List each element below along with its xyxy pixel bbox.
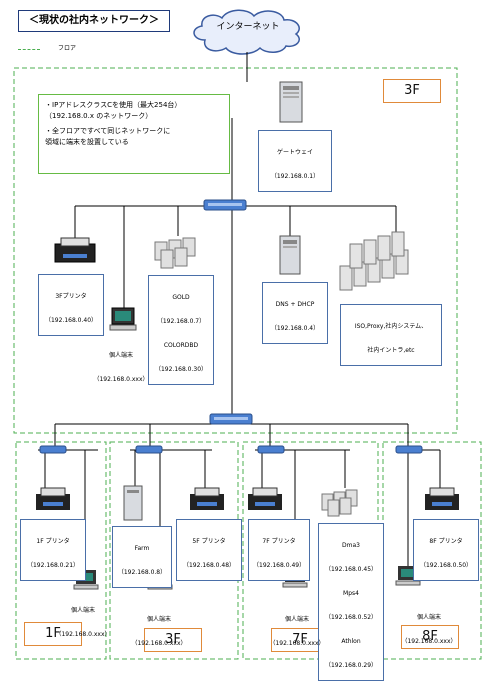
printer-icon-5f — [190, 487, 224, 510]
floor-label-3f-main: 3F — [383, 79, 441, 103]
switch-icon-8f — [395, 445, 423, 454]
gold-line-2: （192.168.0.7） — [156, 318, 206, 325]
floor-boundary-1f — [15, 441, 107, 660]
printer-8f-ip: （192.168.0.50） — [419, 562, 473, 569]
terminal-3f-ip: （192.168.0.xxx） — [93, 376, 149, 383]
dns-dhcp-label: DNS + DHCP （192.168.0.4） — [262, 282, 328, 344]
printer-3f-label: 3Fプリンタ （192.168.0.40） — [38, 274, 104, 336]
switch-icon-3f — [135, 445, 163, 454]
farm-ip: （192.168.0.8） — [117, 569, 167, 576]
terminal-1f-ip: （192.168.0.xxx） — [55, 631, 111, 638]
dma-line-1: Dma3 — [342, 542, 360, 549]
dns-dhcp-ip: （192.168.0.4） — [270, 325, 320, 332]
server-cluster-icon-gold — [154, 237, 196, 269]
dma-line-6: （192.168.0.29） — [324, 662, 378, 669]
printer-7f-label: 7F プリンタ （192.168.0.49） — [248, 519, 310, 581]
gold-line-1: GOLD — [172, 294, 190, 301]
switch-icon-main — [203, 199, 247, 211]
dma-line-3: Mps4 — [343, 590, 359, 597]
network-note: ・IPアドレスクラスCを使用（最大254台） （192.168.0.x のネット… — [38, 94, 230, 174]
diagram-title: ＜現状の社内ネットワーク＞ — [18, 10, 170, 32]
dma-line-2: （192.168.0.45） — [324, 566, 378, 573]
terminal-1f-label: 個人端末 （192.168.0.xxx） — [50, 591, 116, 647]
switch-icon-7f — [257, 445, 285, 454]
dns-dhcp-name: DNS + DHCP — [275, 301, 315, 308]
note-line-3: ・全フロアですべて同じネットワークに — [45, 127, 171, 135]
terminal-7f-name: 個人端末 — [284, 616, 309, 623]
printer-7f-name: 7F プリンタ — [262, 538, 296, 545]
terminal-3f-sub-name: 個人端末 — [146, 616, 171, 623]
printer-icon-1f — [36, 487, 70, 510]
farm-name: Farm — [134, 545, 150, 552]
note-line-4: 領域に端末を設置している — [45, 138, 129, 146]
note-line-2: （192.168.0.x のネットワーク） — [45, 112, 153, 120]
pc-icon-3f-main — [109, 307, 137, 331]
printer-1f-name: 1F プリンタ — [36, 538, 70, 545]
printer-icon-8f — [425, 487, 459, 510]
printer-1f-ip: （192.168.0.21） — [26, 562, 80, 569]
floor-label-8f: 8F — [401, 625, 459, 649]
server-cluster-icon-7f — [321, 489, 358, 517]
gateway-name: ゲートウェイ — [276, 149, 313, 156]
printer-5f-name: 5F プリンタ — [192, 538, 226, 545]
dns-dhcp-server-icon — [279, 235, 301, 275]
terminal-1f-name: 個人端末 — [70, 607, 95, 614]
terminal-3f-label: 個人端末 （192.168.0.xxx） — [86, 336, 156, 392]
terminal-3f-name: 個人端末 — [108, 352, 133, 359]
printer-7f-ip: （192.168.0.49） — [253, 562, 306, 569]
terminal-7f-label: 個人端末 （192.168.0.xxx） — [262, 600, 332, 656]
printer-3f-name: 3Fプリンタ — [55, 293, 87, 300]
server-farm-label: ISO,Proxy,社内システム、 社内イントラ,etc — [340, 304, 442, 366]
legend-floor-label: フロア — [58, 45, 77, 52]
legend-floor-line — [18, 49, 40, 50]
server-farm-icon — [339, 231, 409, 291]
printer-8f-label: 8F プリンタ （192.168.0.50） — [413, 519, 479, 581]
note-line-1: ・IPアドレスクラスCを使用（最大254台） — [45, 101, 182, 109]
printer-8f-name: 8F プリンタ — [429, 538, 463, 545]
printer-5f-ip: （192.168.0.48） — [182, 562, 236, 569]
terminal-8f-ip: （192.168.0.xxx） — [401, 638, 457, 645]
dma-server-label: Dma3 （192.168.0.45） Mps4 （192.168.0.52） … — [318, 523, 384, 681]
floor-label-3f: 3F — [144, 628, 202, 652]
printer-1f-label: 1F プリンタ （192.168.0.21） — [20, 519, 86, 581]
gateway-ip: （192.168.0.1） — [270, 173, 320, 180]
printer-icon-7f — [248, 487, 282, 510]
server-farm-line-1: ISO,Proxy,社内システム、 — [354, 323, 428, 330]
floor-label-1f: 1F — [24, 622, 82, 646]
gold-server-label: GOLD （192.168.0.7） COLORDBD （192.168.0.3… — [148, 275, 214, 385]
floor-boundary-3f-main — [13, 67, 458, 434]
terminal-3f-sub-label: 個人端末 （192.168.0.xxx） — [124, 600, 194, 656]
server-farm-line-2: 社内イントラ,etc — [367, 347, 415, 354]
internet-label: インターネット — [216, 22, 280, 32]
printer-3f-ip: （192.168.0.40） — [44, 317, 98, 324]
farm-label: Farm （192.168.0.8） — [112, 526, 172, 588]
printer-icon-3f-main — [54, 237, 96, 263]
terminal-3f-sub-ip: （192.168.0.xxx） — [131, 640, 187, 647]
terminal-7f-ip: （192.168.0.xxx） — [269, 640, 325, 647]
gateway-label: ゲートウェイ （192.168.0.1） — [258, 130, 332, 192]
gold-line-3: COLORDBD — [163, 342, 199, 349]
farm-server-icon — [123, 485, 143, 521]
switch-icon-floor-hub — [209, 413, 253, 425]
terminal-8f-name: 個人端末 — [416, 614, 441, 621]
gateway-server-icon — [279, 81, 303, 123]
gold-line-4: （192.168.0.30） — [154, 366, 208, 373]
dma-line-5: Athlon — [341, 638, 361, 645]
dma-line-4: （192.168.0.52） — [324, 614, 378, 621]
printer-5f-label: 5F プリンタ （192.168.0.48） — [176, 519, 242, 581]
switch-icon-1f — [39, 445, 67, 454]
terminal-8f-label: 個人端末 （192.168.0.xxx） — [394, 598, 464, 654]
internet-cloud-icon — [193, 9, 300, 55]
